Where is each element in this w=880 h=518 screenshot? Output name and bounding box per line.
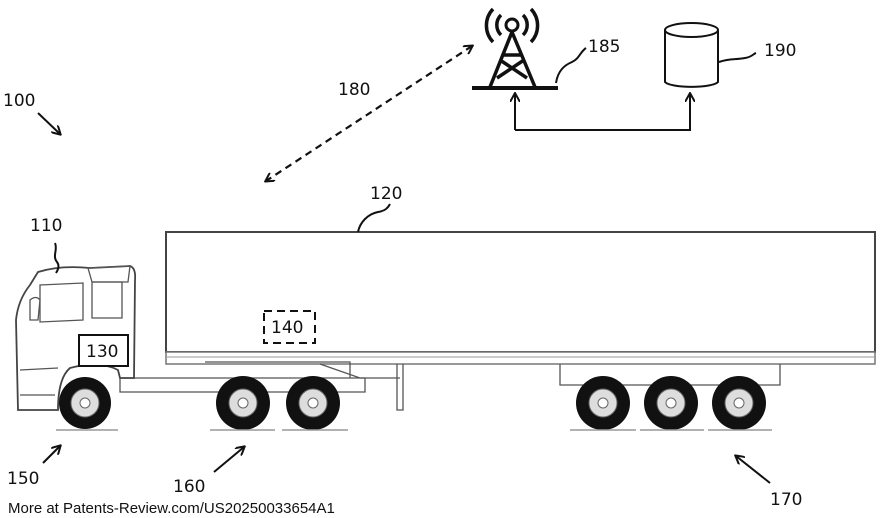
label-160: 160	[173, 477, 205, 497]
label-180: 180	[338, 80, 370, 100]
arrow-160	[214, 447, 244, 472]
wireless-link-arrow	[266, 46, 472, 181]
wheel-drive-1	[216, 376, 270, 430]
label-120: 120	[370, 184, 402, 204]
arrow-170	[736, 456, 770, 483]
wheel-front	[59, 377, 111, 429]
label-100: 100	[3, 91, 35, 111]
cell-tower-icon	[472, 9, 558, 88]
wheel-trailer-2	[644, 376, 698, 430]
label-185: 185	[588, 37, 620, 57]
wheel-drive-2	[286, 376, 340, 430]
wheel-trailer-3	[712, 376, 766, 430]
database-icon	[665, 23, 718, 87]
arrow-150	[43, 446, 60, 463]
connection-arrow-database	[515, 94, 690, 130]
label-190: 190	[764, 41, 796, 61]
label-170: 170	[770, 490, 802, 510]
label-150: 150	[7, 469, 39, 489]
label-130: 130	[86, 342, 118, 362]
wheels	[59, 376, 766, 430]
label-140: 140	[271, 318, 303, 338]
arrow-100	[38, 113, 60, 134]
source-footer-link[interactable]: More at Patents-Review.com/US20250033654…	[8, 501, 335, 517]
label-110: 110	[30, 216, 62, 236]
wheel-trailer-1	[576, 376, 630, 430]
